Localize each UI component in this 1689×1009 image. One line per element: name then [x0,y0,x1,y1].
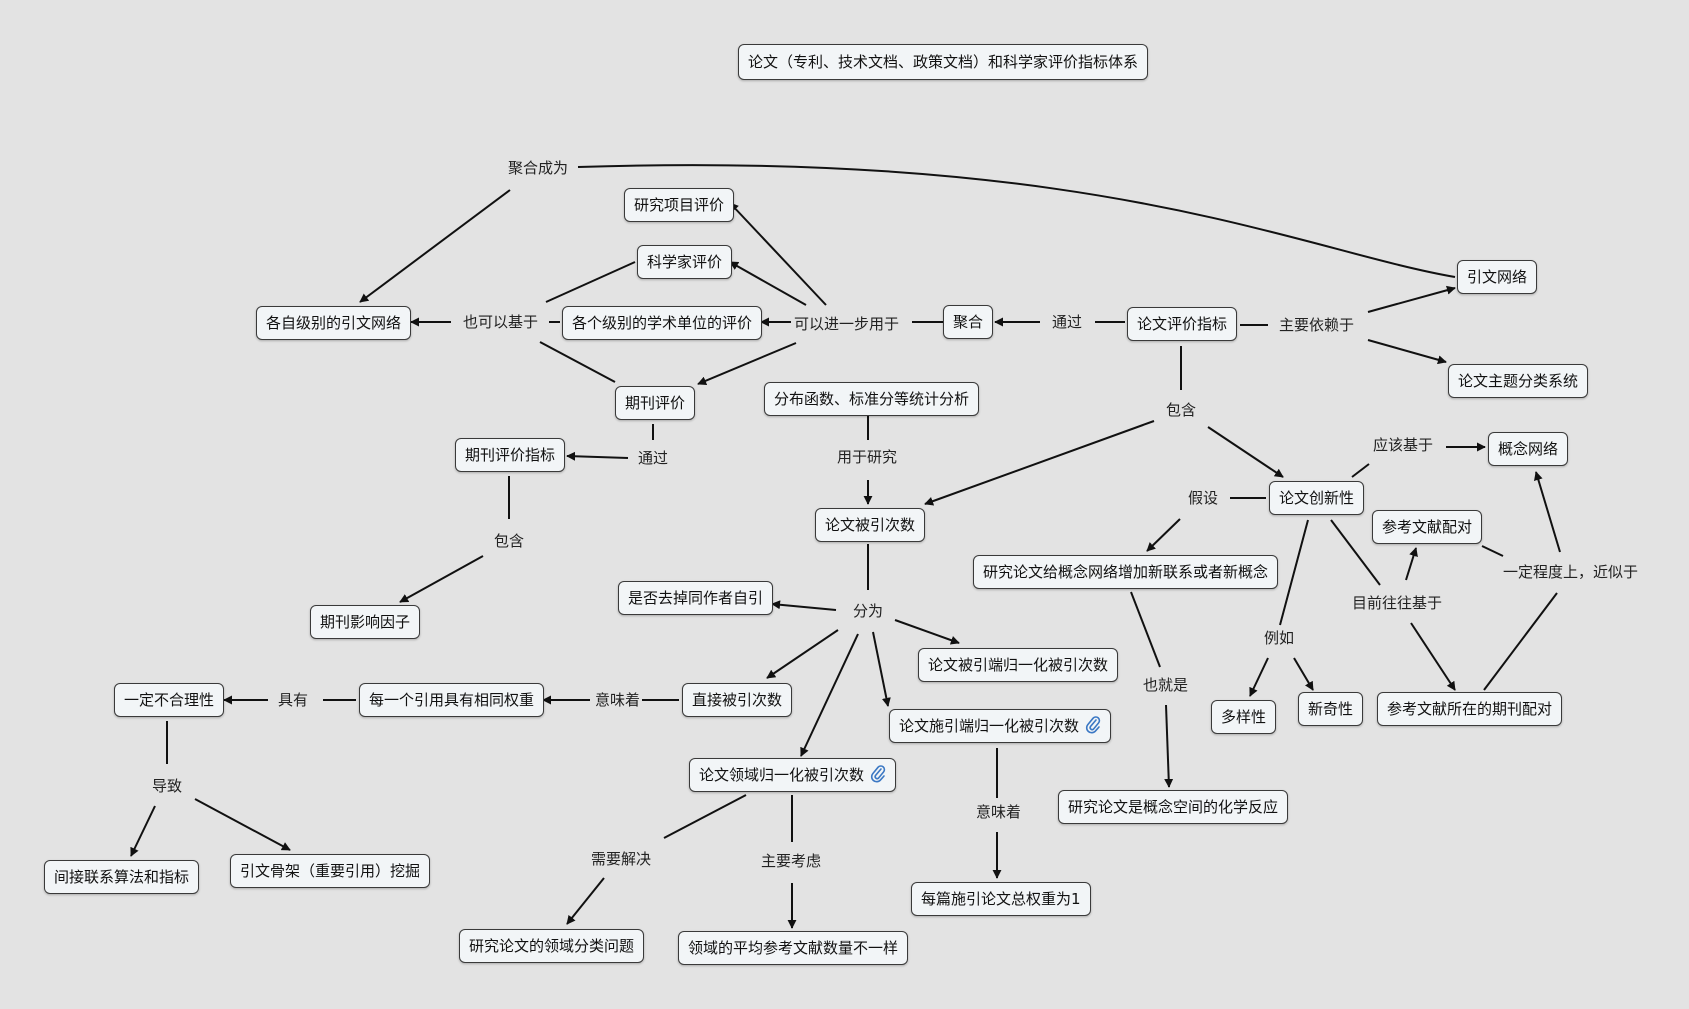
node-avg-references: 领域的平均参考文献数量不一样 [678,931,909,965]
node-equal-weight: 每一个引用具有相同权重 [359,683,545,717]
label-divided-into: 分为 [851,601,886,621]
node-citation-network: 引文网络 [1457,260,1538,294]
node-novelty: 新奇性 [1298,692,1364,726]
node-unreasonable: 一定不合理性 [114,683,225,717]
node-chemical-reaction: 研究论文是概念空间的化学反应 [1058,790,1289,824]
node-project-eval: 研究项目评价 [624,188,735,222]
label-contains-1: 包含 [1164,400,1199,420]
label-used-to-study: 用于研究 [835,447,900,467]
label-means-2: 意味着 [974,802,1024,822]
node-topic-classification: 论文主题分类系统 [1448,364,1589,398]
label-should-base-on: 应该基于 [1371,435,1436,455]
node-citation-count: 论文被引次数 [815,508,926,542]
label-aggregate-into: 聚合成为 [506,158,571,178]
node-classification-problem: 研究论文的领域分类问题 [459,929,645,963]
paperclip-icon[interactable] [870,765,886,783]
node-field-normalized: 论文领域归一化被引次数 [689,758,897,792]
paperclip-icon[interactable] [1085,716,1101,734]
node-aggregate: 聚合 [943,305,994,339]
label-has: 具有 [276,690,311,710]
node-level-citation-networks: 各自级别的引文网络 [256,306,412,340]
label-mainly-depends-on: 主要依赖于 [1277,315,1357,335]
label-that-is: 也就是 [1141,675,1191,695]
node-citing-side-normalized-label: 论文施引端归一化被引次数 [899,717,1080,735]
node-concept-network: 概念网络 [1488,432,1569,466]
label-through-1: 通过 [1050,312,1085,332]
node-indirect-algorithms: 间接联系算法和指标 [44,860,200,894]
node-field-normalized-label: 论文领域归一化被引次数 [699,766,865,784]
node-new-links: 研究论文给概念网络增加新联系或者新概念 [973,555,1279,589]
label-currently-based-on: 目前往往基于 [1350,593,1445,613]
label-also-based-on: 也可以基于 [461,312,541,332]
node-journal-eval: 期刊评价 [615,386,696,420]
node-institution-eval: 各个级别的学术单位的评价 [562,306,763,340]
label-means-1: 意味着 [593,690,643,710]
label-approximately: 一定程度上，近似于 [1501,562,1641,582]
label-for-example: 例如 [1262,628,1297,648]
node-journal-pairs: 参考文献所在的期刊配对 [1377,692,1563,726]
node-statistical-analysis: 分布函数、标准分等统计分析 [764,382,980,416]
node-innovation: 论文创新性 [1269,481,1365,515]
node-citing-side-normalized: 论文施引端归一化被引次数 [889,709,1112,743]
label-mainly-consider: 主要考虑 [759,851,824,871]
node-direct-citations: 直接被引次数 [682,683,793,717]
node-paper-eval-indicator: 论文评价指标 [1127,307,1238,341]
node-total-weight-one: 每篇施引论文总权重为1 [911,882,1091,916]
node-journal-indicator: 期刊评价指标 [455,438,566,472]
label-assume: 假设 [1186,488,1221,508]
node-impact-factor: 期刊影响因子 [310,605,421,639]
label-through-2: 通过 [636,448,671,468]
diagram-title: 论文（专利、技术文档、政策文档）和科学家评价指标体系 [738,44,1149,80]
node-citation-skeleton: 引文骨架（重要引用）挖掘 [230,854,431,888]
node-diversity: 多样性 [1211,700,1277,734]
label-contains-2: 包含 [492,531,527,551]
node-cited-side-normalized: 论文被引端归一化被引次数 [918,648,1119,682]
node-self-citation: 是否去掉同作者自引 [618,581,774,615]
label-further-used-for: 可以进一步用于 [792,314,902,334]
node-reference-pairs: 参考文献配对 [1372,510,1483,544]
label-leads-to: 导致 [150,776,185,796]
label-need-to-solve: 需要解决 [589,849,654,869]
node-scientist-eval: 科学家评价 [637,245,733,279]
